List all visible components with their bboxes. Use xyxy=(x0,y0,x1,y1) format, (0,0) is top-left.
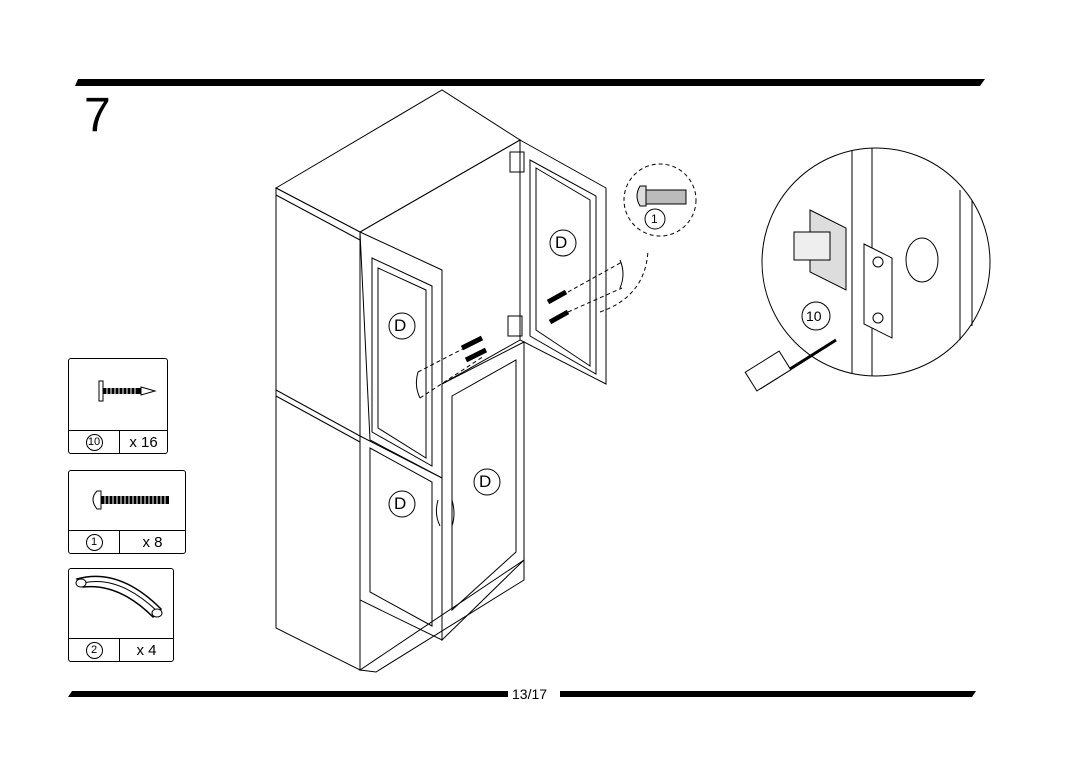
screw-callout-label: 1 xyxy=(651,212,658,226)
screw-callout xyxy=(623,163,697,237)
door-label: D xyxy=(555,233,568,252)
step-number: 7 xyxy=(84,89,111,142)
machine-screw-icon xyxy=(69,471,185,530)
hinge-callout-label: 10 xyxy=(806,308,822,324)
hinge-detail-callout xyxy=(744,147,991,392)
part-footer: 1 x 8 xyxy=(69,530,185,553)
part-id-badge: 2 xyxy=(85,641,103,659)
page-number: 13/17 xyxy=(510,686,550,702)
door-label: D xyxy=(394,316,407,335)
part-footer: 2 x 4 xyxy=(69,638,173,661)
wood-screw-icon xyxy=(69,359,167,430)
bottom-rule xyxy=(68,691,976,697)
part-footer: 10 x 16 xyxy=(69,430,167,453)
part-quantity: x 4 xyxy=(136,641,157,659)
top-rule xyxy=(75,79,985,86)
door-label: D xyxy=(479,472,492,491)
door-handle-icon xyxy=(69,569,173,638)
part-quantity: x 8 xyxy=(142,533,163,551)
door-label: D xyxy=(394,494,407,513)
part-card-wood-screw: 10 x 16 xyxy=(68,358,168,454)
door-label-group xyxy=(388,229,577,518)
part-quantity: x 16 xyxy=(129,433,158,451)
part-card-door-handle: 2 x 4 xyxy=(68,568,174,662)
part-card-machine-screw: 1 x 8 xyxy=(68,470,186,554)
part-id-badge: 1 xyxy=(85,533,103,551)
part-id-badge: 10 xyxy=(85,433,103,451)
